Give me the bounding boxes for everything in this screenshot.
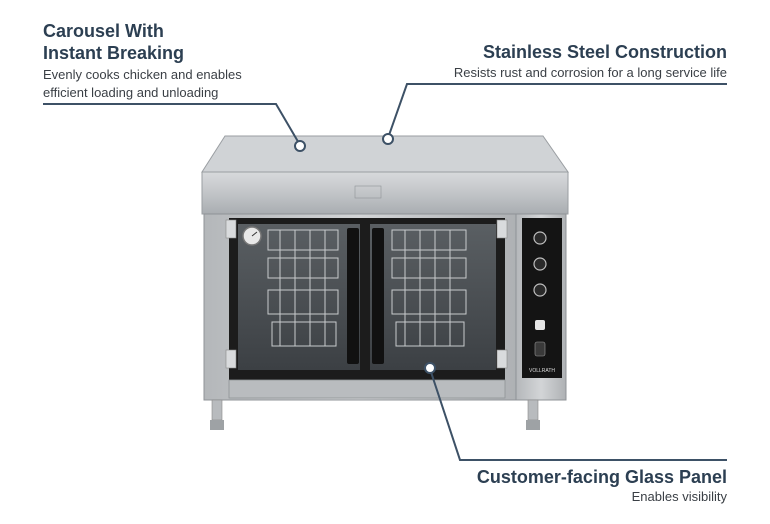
- oven-body: [203, 213, 517, 401]
- control-knob-icon: [533, 231, 547, 245]
- brand-badge: VOLLRATH: [529, 368, 555, 374]
- oven-top-hood: [201, 135, 569, 215]
- drip-tray: [228, 379, 506, 399]
- carousel-title-line2: Instant Breaking: [43, 43, 185, 63]
- carousel-desc-line1: Evenly cooks chicken and enables: [43, 67, 242, 82]
- carousel-desc-line2: efficient loading and unloading: [43, 85, 219, 100]
- rotisserie-baskets-right: [391, 229, 467, 347]
- stainless-desc: Resists rust and corrosion for a long se…: [453, 65, 727, 80]
- right-door-handle: [372, 228, 384, 364]
- right-glass-door: [370, 224, 496, 370]
- glass-desc: Enables visibility: [631, 489, 727, 504]
- control-knob-icon: [533, 257, 547, 271]
- data-plate: [354, 185, 382, 199]
- glass-title: Customer-facing Glass Panel: [476, 467, 727, 487]
- rotisserie-baskets-left: [267, 229, 339, 347]
- control-knob-icon: [533, 283, 547, 297]
- carousel-title-line1: Carousel With: [43, 21, 164, 41]
- toggle-switch-icon: [534, 341, 546, 357]
- stainless-title: Stainless Steel Construction: [482, 42, 727, 62]
- power-button-icon: [535, 320, 545, 330]
- oven-legs: [210, 399, 540, 430]
- left-glass-door: [238, 224, 360, 370]
- control-panel: VOLLRATH: [515, 213, 567, 401]
- left-door-handle: [347, 228, 359, 364]
